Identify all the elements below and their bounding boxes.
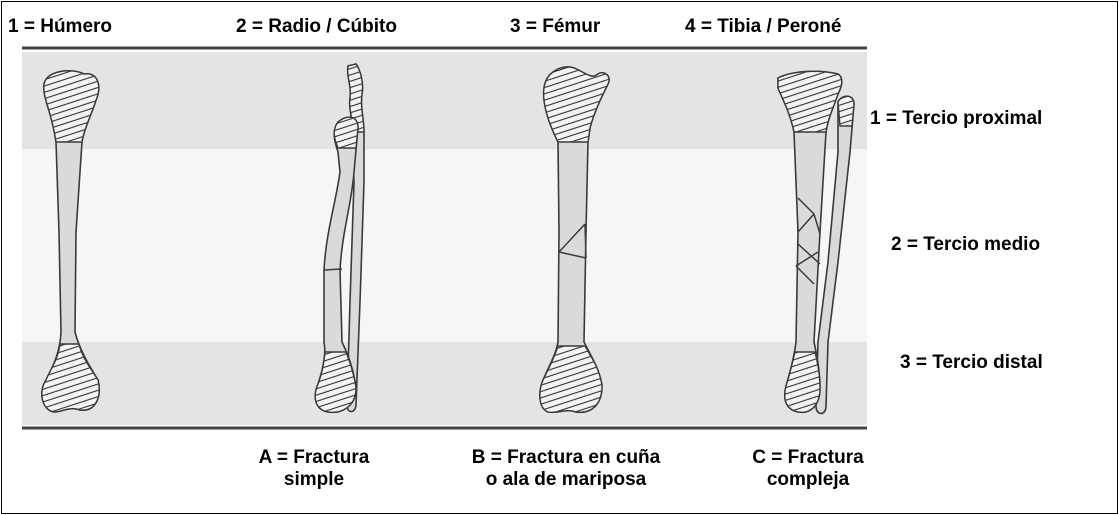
- band-distal: [22, 342, 867, 425]
- fibula-proximal-hatch: [838, 96, 854, 126]
- fracture-type-c: C = Fractura compleja: [720, 447, 896, 491]
- fracture-type-a: A = Fractura simple: [228, 447, 400, 491]
- simple-fracture-line: [324, 269, 342, 270]
- band-proximal: [22, 52, 867, 149]
- radius-proximal-hatch: [334, 117, 358, 148]
- third-label-proximal: 1 = Tercio proximal: [870, 108, 1042, 130]
- fracture-type-b: B = Fractura en cuña o ala de mariposa: [420, 447, 712, 491]
- fracture-type-a-line2: simple: [228, 469, 400, 491]
- fracture-type-b-line1: B = Fractura en cuña: [420, 447, 712, 469]
- fracture-type-c-line1: C = Fractura: [720, 447, 896, 469]
- fracture-type-a-line1: A = Fractura: [228, 447, 400, 469]
- band-middle: [22, 149, 867, 342]
- fracture-type-b-line2: o ala de mariposa: [420, 469, 712, 491]
- fracture-type-c-line2: compleja: [720, 469, 896, 491]
- third-label-distal: 3 = Tercio distal: [900, 352, 1043, 374]
- third-label-middle: 2 = Tercio medio: [891, 234, 1040, 256]
